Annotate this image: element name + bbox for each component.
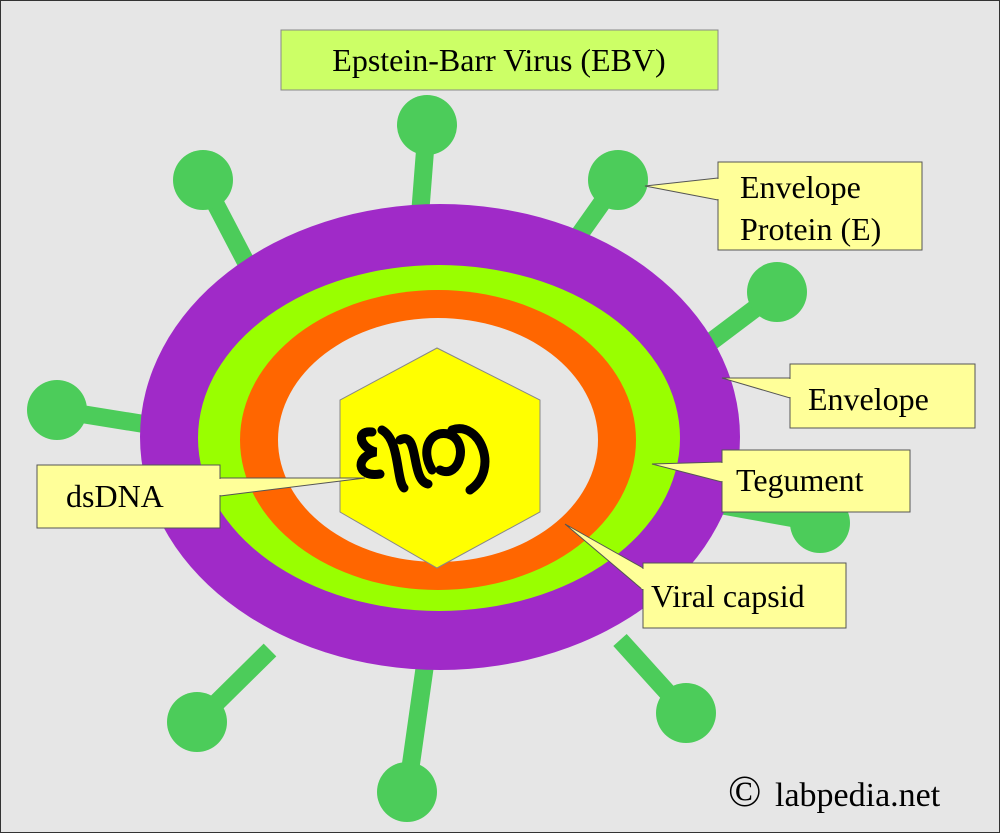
label-envelope: Envelope [808,381,929,417]
label-viral-capsid: Viral capsid [651,578,805,614]
envelope-protein-spikes [27,95,850,822]
callout-envelope-protein: Envelope Protein (E) [644,161,923,251]
capsid-hexagon [339,347,541,569]
watermark-text: labpedia.net [775,777,941,814]
label-envelope-protein-line1: Envelope [740,169,861,205]
label-envelope-protein-line2: Protein (E) [740,211,881,247]
callout-envelope: Envelope [721,363,976,429]
copyright-icon: © [728,767,761,816]
title: Epstein-Barr Virus (EBV) [332,42,665,78]
callout-viral-capsid: Viral capsid [564,523,847,629]
label-tegument: Tegument [736,462,864,498]
callout-dsdna: dsDNA [36,464,366,529]
title-box: Epstein-Barr Virus (EBV) [280,29,719,91]
callout-tegument: Tegument [651,449,911,513]
label-dsdna: dsDNA [66,478,164,514]
copyright-watermark: © labpedia.net [728,767,941,816]
dna-strand-icon [356,424,490,495]
